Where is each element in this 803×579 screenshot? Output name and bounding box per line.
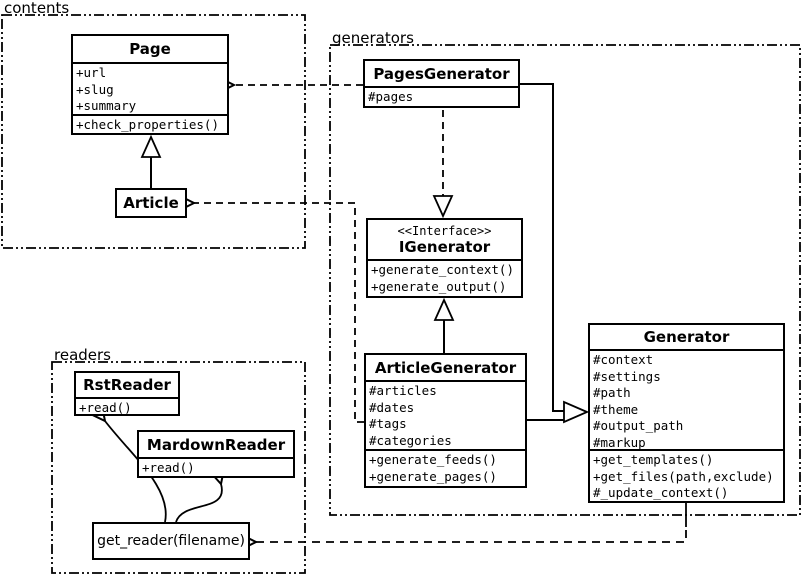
class-mardownreader-title: MardownReader [146, 435, 286, 454]
package-contents-label: contents [4, 0, 70, 17]
class-member: #settings [593, 368, 661, 384]
class-page-methods: +check_properties() [73, 114, 227, 137]
class-article: Article [115, 188, 187, 218]
class-member: +generate_output() [371, 278, 507, 294]
class-articlegenerator-title: ArticleGenerator [374, 358, 517, 377]
class-pagesgenerator: PagesGenerator #pages [363, 59, 520, 108]
class-page-attributes: +url +slug +summary [73, 62, 227, 114]
class-member: #output_path [593, 418, 684, 433]
package-contents-border [1, 14, 306, 249]
class-member: +check_properties() [76, 117, 219, 132]
class-pagesgenerator-title: PagesGenerator [373, 64, 510, 83]
class-igenerator-stereotype: <<Interface>> [397, 223, 492, 238]
class-generator-attributes: #context #settings #path #theme #output_… [590, 349, 783, 449]
class-member: +get_files(path,exclude) [593, 468, 774, 484]
class-articlegenerator-attributes: #articles #dates #tags #categories [366, 380, 525, 449]
class-member: +read() [79, 400, 132, 415]
class-mardownreader: MardownReader +read() [137, 430, 295, 478]
class-member: +slug [76, 81, 114, 97]
class-member: #_update_context() [593, 485, 729, 500]
class-igenerator-name: IGenerator [398, 237, 491, 256]
class-member: #markup [593, 434, 646, 450]
class-page: Page +url +slug +summary +check_properti… [71, 34, 229, 135]
class-igenerator: <<Interface>> IGenerator +generate_conte… [366, 218, 523, 298]
arrow-articlegenerator-to-article [194, 203, 364, 423]
arrow-generators-to-generator [520, 83, 590, 424]
class-generator-title: Generator [643, 328, 730, 346]
class-member: +generate_pages() [369, 468, 497, 484]
class-member: #pages [368, 89, 414, 104]
class-member: +get_templates() [593, 452, 714, 467]
class-rstreader-title: RstReader [83, 376, 171, 394]
class-member: #tags [369, 416, 407, 431]
class-member: #context [593, 352, 654, 367]
class-pagesgenerator-attributes: #pages [365, 86, 518, 106]
class-member: +url [76, 65, 107, 80]
package-readers-border [51, 361, 306, 574]
package-generators-label: generators [332, 29, 414, 47]
class-member: #theme [593, 401, 639, 417]
class-articlegenerator: ArticleGenerator #articles #dates #tags … [364, 353, 527, 488]
arrow-article-to-page [140, 134, 162, 188]
class-mardownreader-methods: +read() [139, 457, 293, 478]
package-readers-label: readers [54, 346, 111, 364]
arrow-pagesgenerator-to-igenerator [432, 110, 454, 219]
arrow-articlegenerator-to-igenerator [433, 297, 455, 353]
class-member: +summary [76, 98, 137, 113]
class-generator: Generator #context #settings #path #them… [588, 323, 785, 503]
class-member: +read() [142, 460, 195, 475]
class-member: #dates [369, 399, 415, 415]
arrow-generator-to-getreader [256, 503, 687, 542]
class-member: #categories [369, 432, 452, 448]
class-member: #path [593, 385, 631, 400]
class-rstreader-methods: +read() [76, 397, 178, 416]
get-reader-node: get_reader(filename) [92, 522, 250, 560]
class-member: +generate_context() [371, 262, 514, 277]
package-generators-border [329, 44, 801, 516]
arrow-getreader-to-mardownreader [175, 484, 222, 523]
class-articlegenerator-methods: +generate_feeds() +generate_pages() [366, 449, 525, 486]
class-page-title: Page [129, 40, 171, 58]
class-igenerator-methods: +generate_context() +generate_output() [368, 259, 521, 296]
class-rstreader: RstReader +read() [74, 371, 180, 416]
class-article-title: Article [123, 194, 179, 212]
class-member: #articles [369, 383, 437, 398]
class-generator-methods: +get_templates() +get_files(path,exclude… [590, 449, 783, 501]
class-igenerator-title: <<Interface>> IGenerator [368, 220, 521, 259]
class-member: +generate_feeds() [369, 452, 497, 467]
